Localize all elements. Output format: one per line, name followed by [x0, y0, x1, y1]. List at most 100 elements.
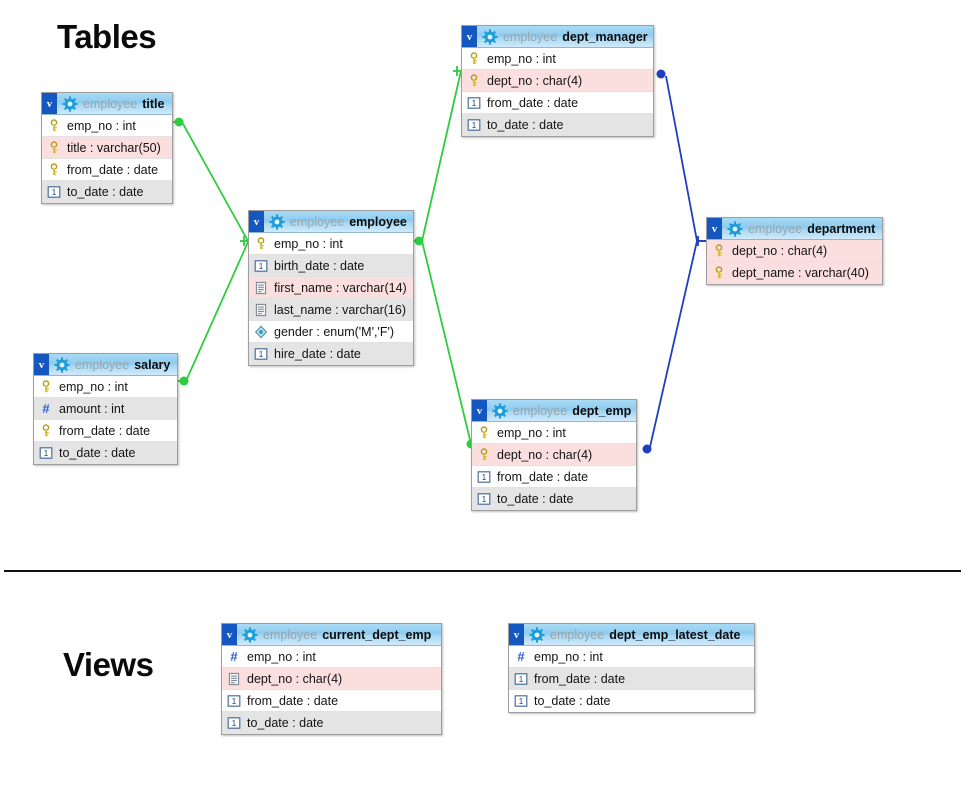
column-row[interactable]: emp_no : int [42, 115, 172, 137]
section-title-tables: Tables [57, 18, 157, 55]
section-divider [4, 570, 961, 572]
column-label: to_date : date [497, 492, 574, 506]
column-row[interactable]: 1 to_date : date [472, 488, 636, 510]
column-label: to_date : date [247, 716, 324, 730]
view-badge-icon: v [42, 93, 57, 114]
svg-text:1: 1 [44, 449, 49, 458]
svg-text:1: 1 [259, 262, 264, 271]
column-row[interactable]: emp_no : int [472, 422, 636, 444]
column-row[interactable]: dept_no : char(4) [472, 444, 636, 466]
svg-text:1: 1 [232, 719, 237, 728]
view-badge-icon: v [462, 26, 477, 47]
column-label: from_date : date [67, 162, 159, 177]
column-row[interactable]: #emp_no : int [222, 646, 441, 668]
key-icon [480, 447, 488, 460]
column-row[interactable]: 1 to_date : date [509, 690, 754, 712]
column-row[interactable]: 1 to_date : date [222, 712, 441, 734]
key-icon [50, 162, 58, 175]
gear-icon [242, 626, 258, 643]
entity-name-label: dept_emp [572, 403, 632, 418]
column-row[interactable]: #amount : int [34, 398, 177, 420]
date-icon: 1 [227, 717, 241, 729]
relation-employee-dept-manager [414, 66, 462, 246]
entity-schema-label: employee [290, 214, 345, 229]
column-row[interactable]: from_date : date [42, 159, 172, 181]
column-label: dept_no : char(4) [497, 447, 593, 462]
key-icon [42, 379, 50, 392]
column-row[interactable]: last_name : varchar(16) [249, 299, 413, 321]
entity-schema-label: employee [263, 627, 318, 642]
column-row[interactable]: dept_no : char(4) [462, 70, 653, 92]
date-icon: 1 [514, 695, 528, 707]
enum-icon [254, 324, 268, 339]
column-row[interactable]: 1 from_date : date [462, 92, 653, 114]
section-title-views: Views [63, 646, 154, 683]
column-label: to_date : date [534, 694, 611, 708]
text-icon [255, 303, 267, 316]
column-label: amount : int [59, 401, 125, 416]
svg-text:1: 1 [232, 697, 237, 706]
entity-schema-label: employee [75, 357, 130, 372]
column-row[interactable]: dept_name : varchar(40) [707, 262, 882, 284]
column-row[interactable]: emp_no : int [462, 48, 653, 70]
column-row[interactable]: 1 to_date : date [34, 442, 177, 464]
column-label: hire_date : date [274, 347, 361, 361]
column-row[interactable]: emp_no : int [249, 233, 413, 255]
entity-name-label: title [142, 96, 165, 111]
date-icon: 1 [47, 186, 61, 198]
column-label: from_date : date [487, 95, 579, 110]
key-icon [50, 140, 58, 153]
svg-text:1: 1 [472, 99, 477, 108]
date-icon: 1 [477, 493, 491, 505]
column-label: from_date : date [59, 423, 151, 438]
column-label: emp_no : int [487, 51, 556, 66]
column-row[interactable]: title : varchar(50) [42, 137, 172, 159]
column-label: to_date : date [59, 446, 136, 460]
column-row[interactable]: dept_no : char(4) [222, 668, 441, 690]
gear-icon [54, 356, 70, 373]
column-row[interactable]: first_name : varchar(14) [249, 277, 413, 299]
column-row[interactable]: #emp_no : int [509, 646, 754, 668]
entity-schema-label: employee [513, 403, 568, 418]
hash-icon: # [517, 648, 525, 664]
column-row[interactable]: from_date : date [34, 420, 177, 442]
entity-name-label: salary [134, 357, 171, 372]
column-label: dept_no : char(4) [247, 671, 343, 686]
column-label: first_name : varchar(14) [274, 280, 407, 295]
column-label: to_date : date [487, 118, 564, 132]
column-label: from_date : date [497, 469, 589, 484]
column-label: last_name : varchar(16) [274, 302, 407, 317]
key-icon [715, 266, 723, 279]
hash-icon: # [230, 648, 238, 664]
column-label: dept_name : varchar(40) [732, 266, 869, 280]
column-row[interactable]: gender : enum('M','F') [249, 321, 413, 343]
column-label: emp_no : int [497, 425, 566, 440]
column-row[interactable]: dept_no : char(4) [707, 240, 882, 262]
column-row[interactable]: emp_no : int [34, 376, 177, 398]
entity-schema-label: employee [748, 221, 803, 236]
